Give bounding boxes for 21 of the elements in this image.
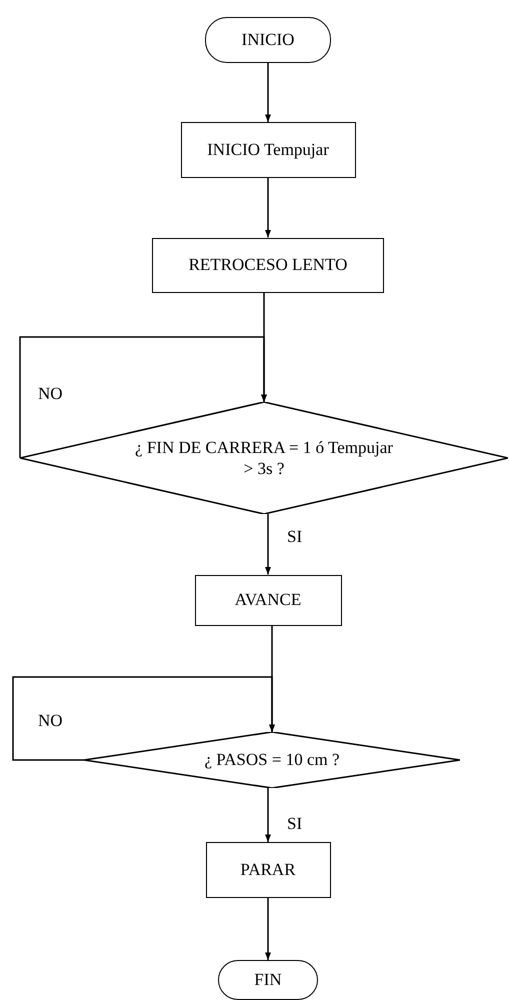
node-label: ¿ FIN DE CARRERA = 1 ó Tempujar > 3s ? [134, 436, 394, 480]
process-box [194, 574, 342, 626]
arrow [19, 336, 267, 459]
arrow [265, 514, 271, 574]
node-label: PARAR [240, 859, 296, 881]
decision-diamond [84, 732, 460, 788]
node-label: ¿ PASOS = 10 cm ? [204, 749, 340, 771]
decision-diamond [20, 402, 508, 514]
node-label: AVANCE [234, 589, 302, 611]
arrow [265, 898, 271, 960]
node-label: RETROCESO LENTO [188, 254, 348, 276]
node-label: FIN [254, 969, 282, 991]
arrow [265, 63, 271, 122]
node-label: INICIO Tempujar [207, 139, 329, 161]
arrow [265, 788, 271, 842]
node-label: INICIO [242, 29, 294, 51]
arrow [265, 178, 271, 238]
arrow [12, 676, 275, 761]
process-box [152, 238, 384, 292]
process-box [206, 842, 330, 898]
process-box [180, 122, 356, 178]
